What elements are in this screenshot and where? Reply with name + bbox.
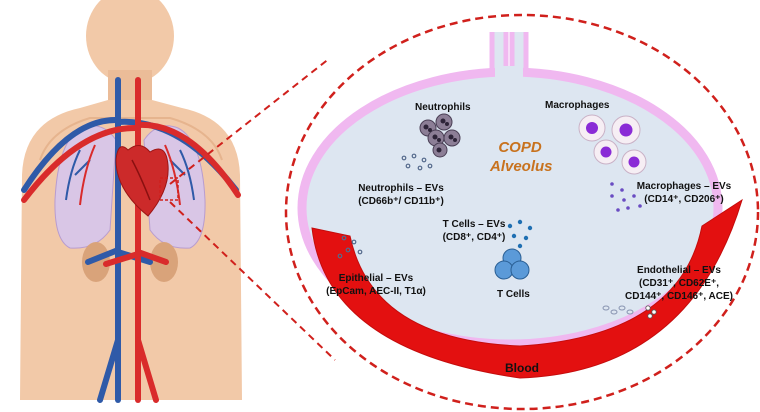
title-line-copd: COPD <box>498 139 542 156</box>
macrophage-cells <box>578 114 647 175</box>
endothelial-evs-markers-1: (CD31⁺, CD62E⁺, <box>638 278 720 289</box>
t-cells-evs-label: T Cells – EVs (CD8⁺, CD4⁺) <box>434 218 514 244</box>
blood-vessel <box>311 198 743 379</box>
macrophages-evs-label: Macrophages – EVs (CD14⁺, CD206⁺) <box>628 180 740 206</box>
blood-label: Blood <box>505 361 539 375</box>
neutrophils-label: Neutrophils <box>415 102 471 113</box>
neutrophils-evs-markers: (CD66b⁺/ CD11b⁺) <box>358 196 444 207</box>
t-cells-evs-markers: (CD8⁺, CD4⁺) <box>442 232 506 243</box>
epithelial-evs-markers: (EpCam, AEC-II, T1α) <box>326 286 426 297</box>
endothelial-ev-dots <box>602 305 657 319</box>
t-cells-label: T Cells <box>497 289 530 300</box>
copd-alveolus-title: COPD Alveolus <box>490 138 553 176</box>
macrophages-evs-markers: (CD14⁺, CD206⁺) <box>644 194 724 205</box>
neutrophils-evs-label: Neutrophils – EVs (CD66b⁺/ CD11b⁺) <box>344 182 458 208</box>
neutrophil-cells <box>419 113 461 158</box>
neutrophil-ev-dots <box>401 153 433 171</box>
endothelial-evs-markers-2: CD144⁺, CD146⁺, ACE) <box>625 291 733 302</box>
epithelial-ev-dots <box>337 235 363 259</box>
epithelial-evs-name: Epithelial – EVs <box>338 273 414 284</box>
t-cells <box>494 248 530 280</box>
title-line-alveolus: Alveolus <box>490 158 553 175</box>
endothelial-evs-label: Endothelial – EVs (CD31⁺, CD62E⁺, CD144⁺… <box>610 264 748 303</box>
epithelial-evs-label: Epithelial – EVs (EpCam, AEC-II, T1α) <box>316 272 436 298</box>
t-cell-ev-dots <box>507 219 533 249</box>
zoom-connector-lines <box>169 57 336 361</box>
neutrophils-evs-name: Neutrophils – EVs <box>358 183 444 194</box>
human-body-illustration <box>20 0 242 403</box>
alveolus <box>297 32 723 349</box>
macrophages-evs-name: Macrophages – EVs <box>636 181 732 192</box>
macrophages-label: Macrophages <box>545 100 610 111</box>
macrophage-ev-dots <box>610 182 642 212</box>
t-cells-evs-name: T Cells – EVs <box>442 219 506 230</box>
endothelial-evs-name: Endothelial – EVs <box>637 265 721 276</box>
